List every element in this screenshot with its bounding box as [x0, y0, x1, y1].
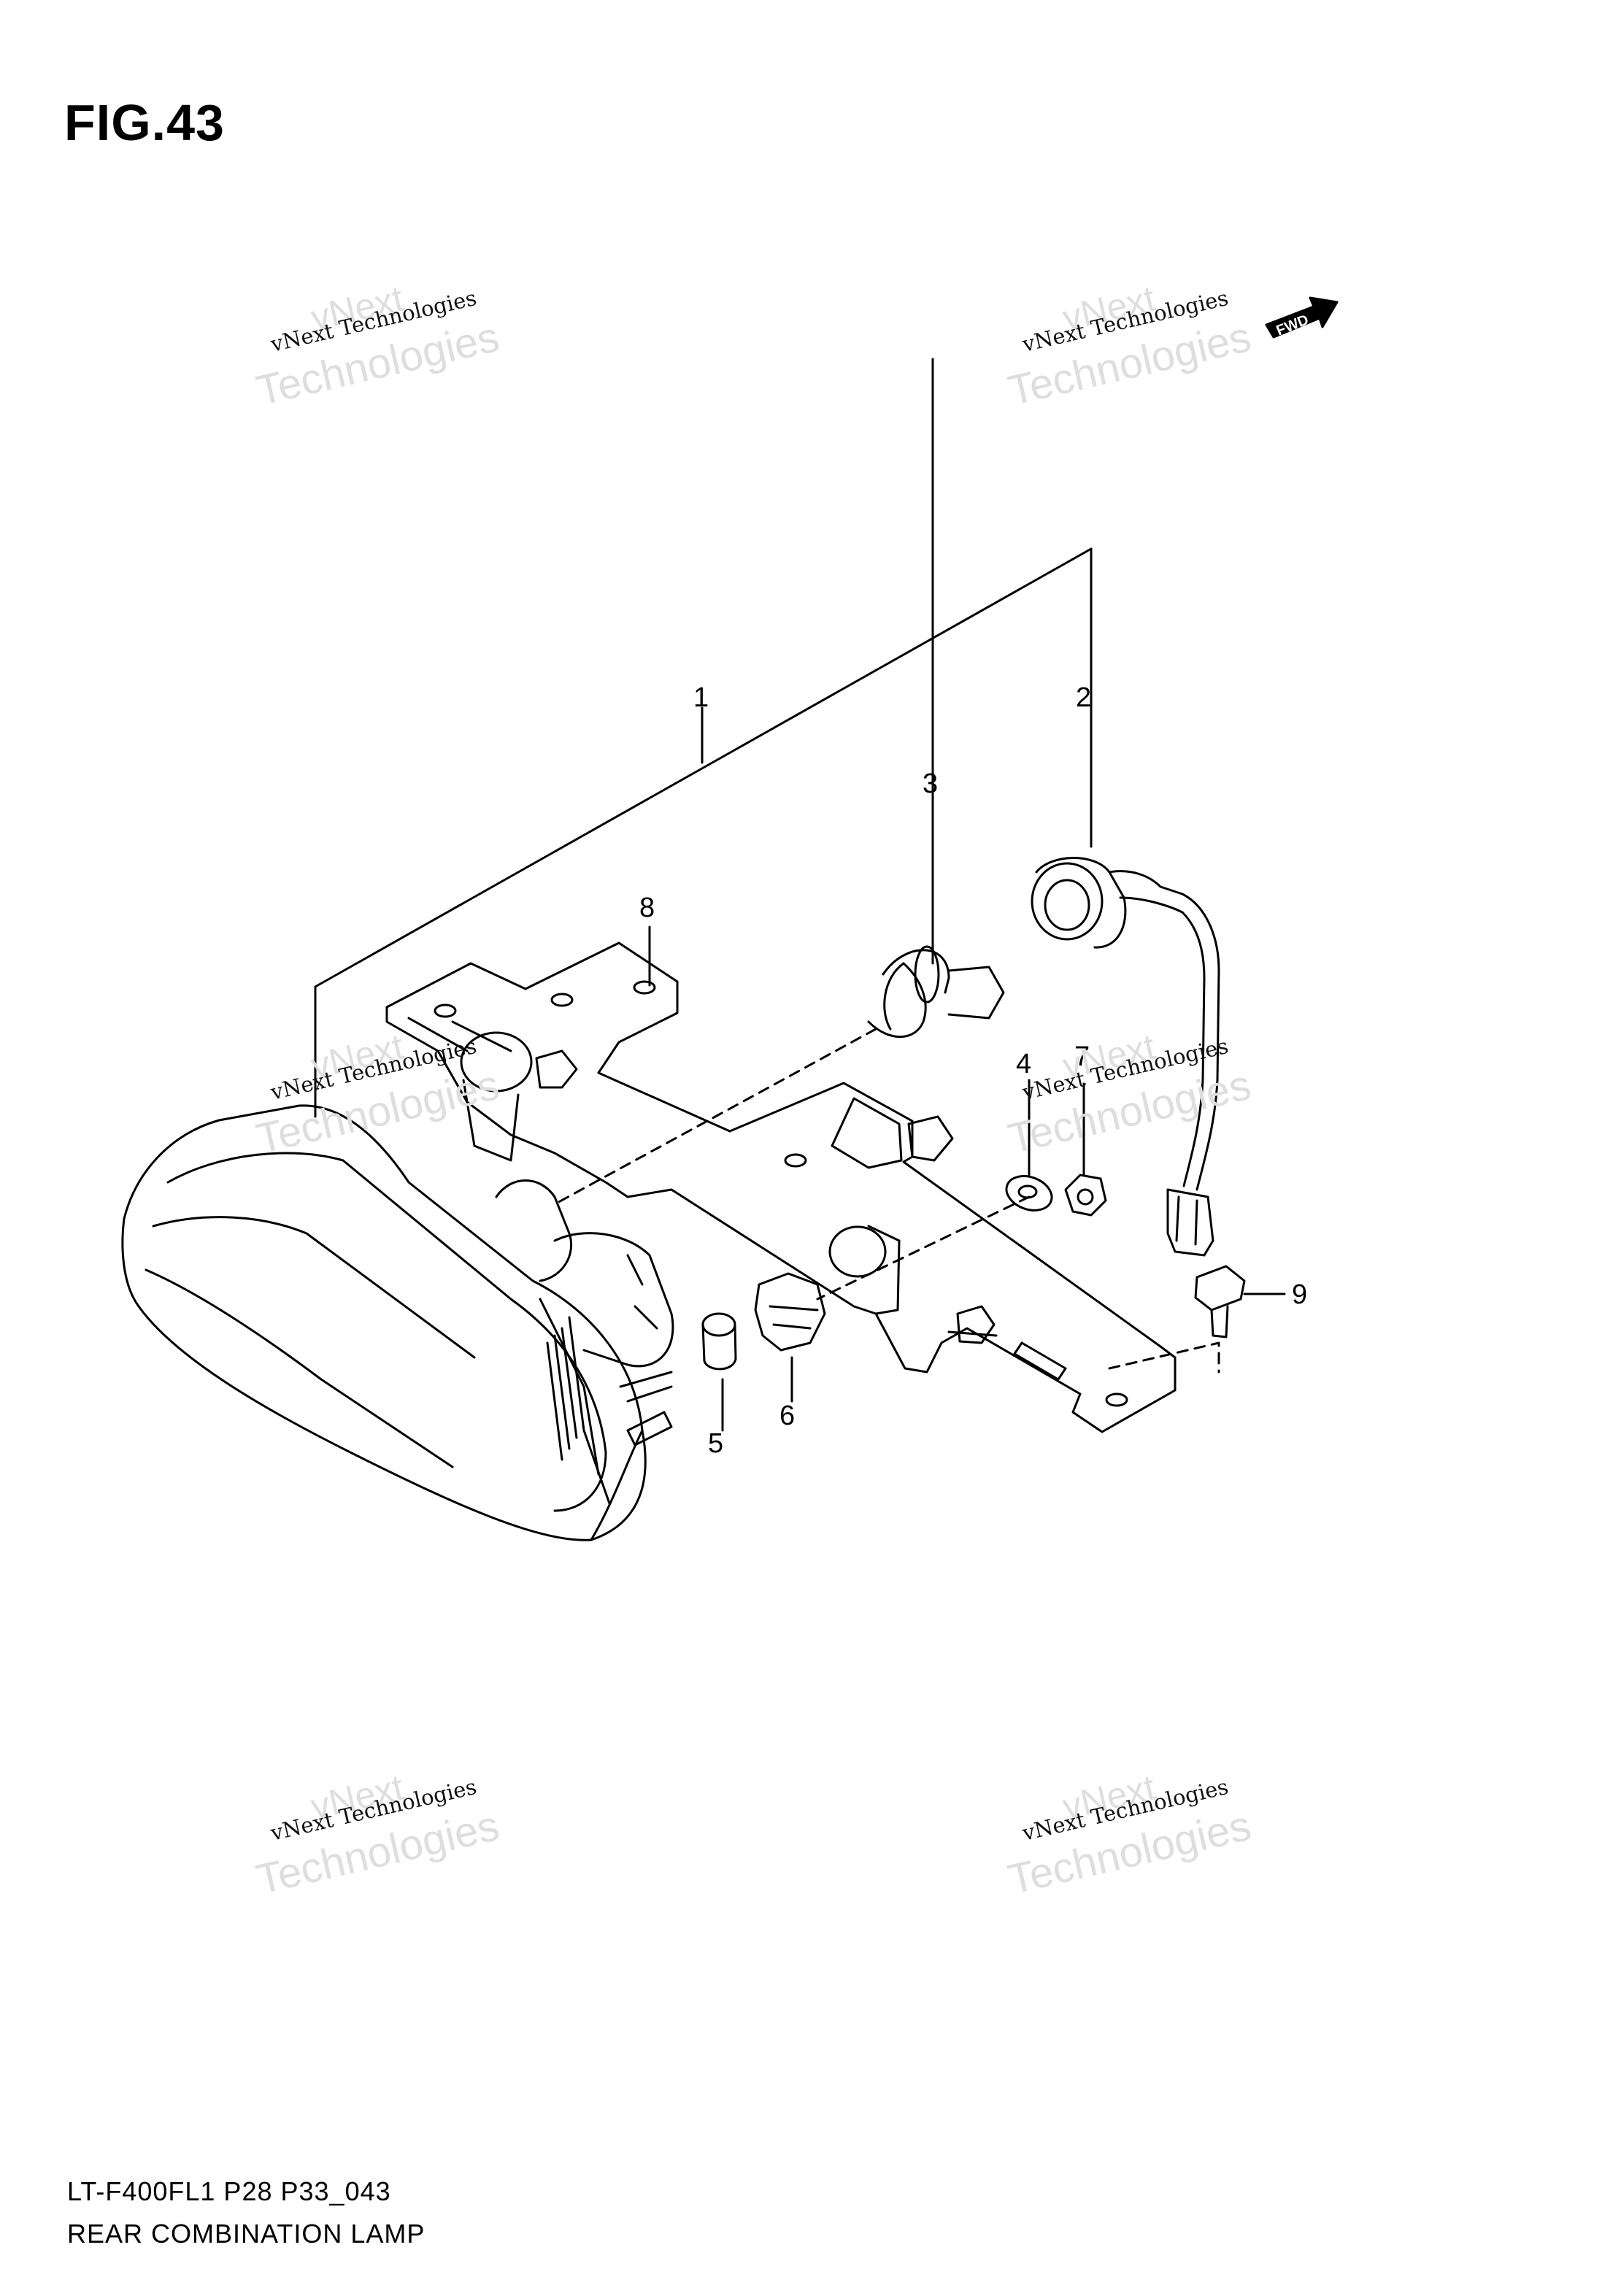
figure-title: FIG.43 — [64, 94, 225, 151]
callout-8: 8 — [639, 893, 655, 923]
part-lamp-housing — [121, 1104, 674, 1541]
fwd-arrow-icon — [1265, 296, 1339, 339]
callout-1: 1 — [693, 682, 709, 713]
callout-5: 5 — [708, 1428, 723, 1459]
part-bracket — [385, 941, 1177, 1433]
callout-4: 4 — [1016, 1049, 1031, 1079]
part-bulb — [867, 945, 1005, 1039]
part-socket-harness — [1031, 857, 1220, 1257]
callout-9: 9 — [1292, 1279, 1307, 1310]
callout-3: 3 — [923, 768, 938, 799]
callout-leaders — [553, 706, 1286, 1432]
part-collar — [701, 1312, 737, 1371]
callout-2: 2 — [1076, 682, 1091, 713]
callout-6: 6 — [779, 1401, 795, 1431]
figure-code: LT-F400FL1 P28 P33_043 — [67, 2176, 391, 2206]
figure-caption: REAR COMBINATION LAMP — [67, 2219, 426, 2249]
callout-7: 7 — [1074, 1041, 1090, 1072]
part-washer — [1005, 1175, 1053, 1211]
part-grommet-nut — [754, 1272, 826, 1352]
part-nut — [1064, 1174, 1107, 1217]
part-bolt — [1194, 1265, 1246, 1338]
